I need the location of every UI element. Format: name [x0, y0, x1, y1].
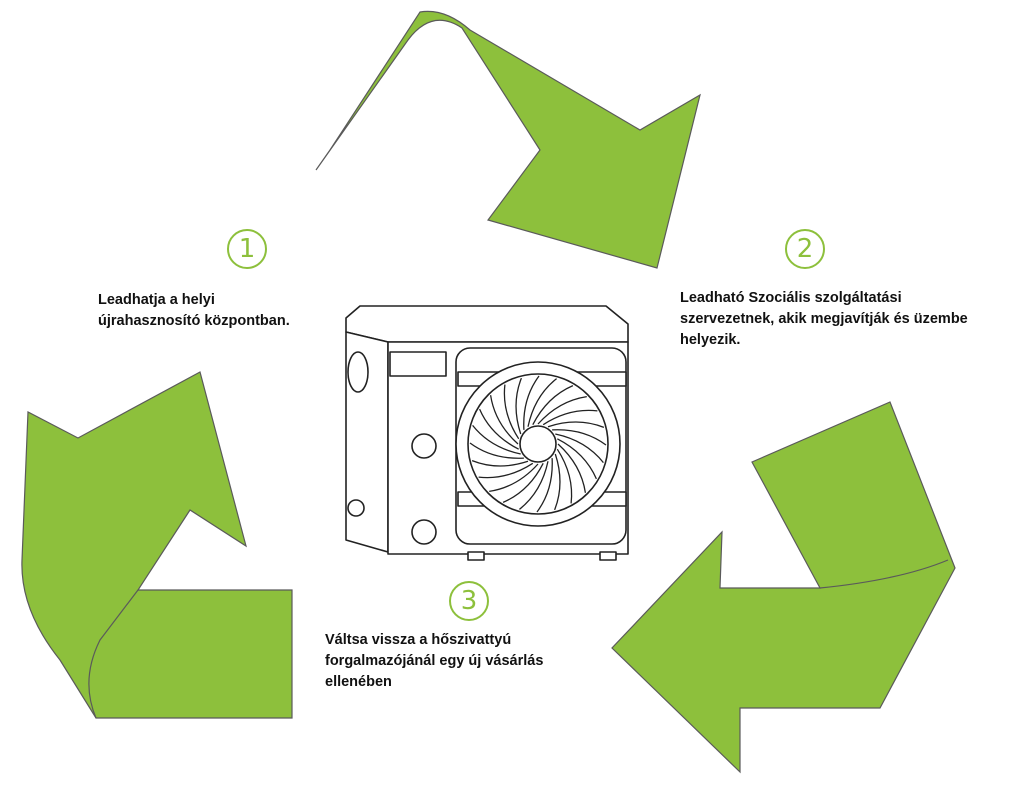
water-inlet: [411, 433, 437, 459]
fan-blade: [502, 463, 544, 503]
step-1-text: Leadhatja a helyi újrahasznosító központ…: [98, 290, 290, 332]
fan-blade: [547, 421, 605, 429]
step-2-line-3: helyezik.: [680, 332, 741, 348]
fan-blade: [489, 395, 519, 445]
step-3-line-1: Váltsa vissza a hőszivattyú: [325, 632, 512, 648]
fan-blade: [552, 429, 607, 446]
fan-blade: [527, 378, 558, 427]
control-panel: [389, 351, 447, 377]
step-3-number: 3: [449, 581, 489, 621]
water-outlet: [411, 519, 437, 545]
fan-blades: [469, 375, 607, 513]
fan-blade: [542, 409, 598, 426]
fan-blade: [537, 395, 587, 425]
fan-blade: [515, 377, 523, 435]
left-recycle-arrow: [21, 371, 293, 719]
fan-blade: [478, 462, 534, 479]
step-2-number: 2: [785, 229, 825, 269]
fan-blade: [556, 448, 573, 504]
step-1-line-1: Leadhatja a helyi: [98, 292, 215, 308]
fan-blade: [557, 438, 597, 480]
fan-blade: [518, 461, 549, 510]
side-port-top: [347, 351, 369, 393]
heat-pump-lid: [345, 305, 629, 343]
fan-blade: [532, 385, 574, 425]
fan-blade: [479, 408, 519, 450]
step-2-text: Leadható Szociális szolgáltatási szervez…: [680, 288, 968, 351]
step-3-line-2: forgalmazójánál egy új vásárlás: [325, 653, 544, 669]
step-3-text: Váltsa vissza a hőszivattyú forgalmazójá…: [325, 630, 543, 693]
fan-blade: [472, 424, 521, 455]
right-recycle-arrow: [611, 401, 956, 774]
heat-pump-icon: [345, 305, 629, 561]
step-3-line-3: ellenében: [325, 674, 392, 690]
fan-blade: [469, 442, 524, 459]
fan-blade: [536, 458, 553, 513]
fan-blade: [553, 453, 561, 511]
step-2-line-1: Leadható Szociális szolgáltatási: [680, 290, 902, 306]
side-port-bottom: [347, 499, 365, 517]
step-1-number: 1: [227, 229, 267, 269]
right-arrow-fold: [819, 559, 949, 589]
fan-blade: [503, 384, 520, 440]
foot: [599, 551, 617, 561]
step-2-line-2: szervezetnek, akik megjavítják és üzembe: [680, 311, 968, 327]
step-1-line-2: újrahasznosító központban.: [98, 313, 290, 329]
foot: [467, 551, 485, 561]
fan-blade: [489, 463, 539, 493]
fan-blade: [557, 443, 587, 493]
fan-blade: [523, 375, 540, 430]
fan-blade: [471, 459, 529, 467]
left-arrow-fold: [88, 589, 139, 719]
top-recycle-arrow: [315, 10, 701, 269]
fan-hub: [519, 425, 557, 463]
fan-blade: [555, 433, 604, 464]
